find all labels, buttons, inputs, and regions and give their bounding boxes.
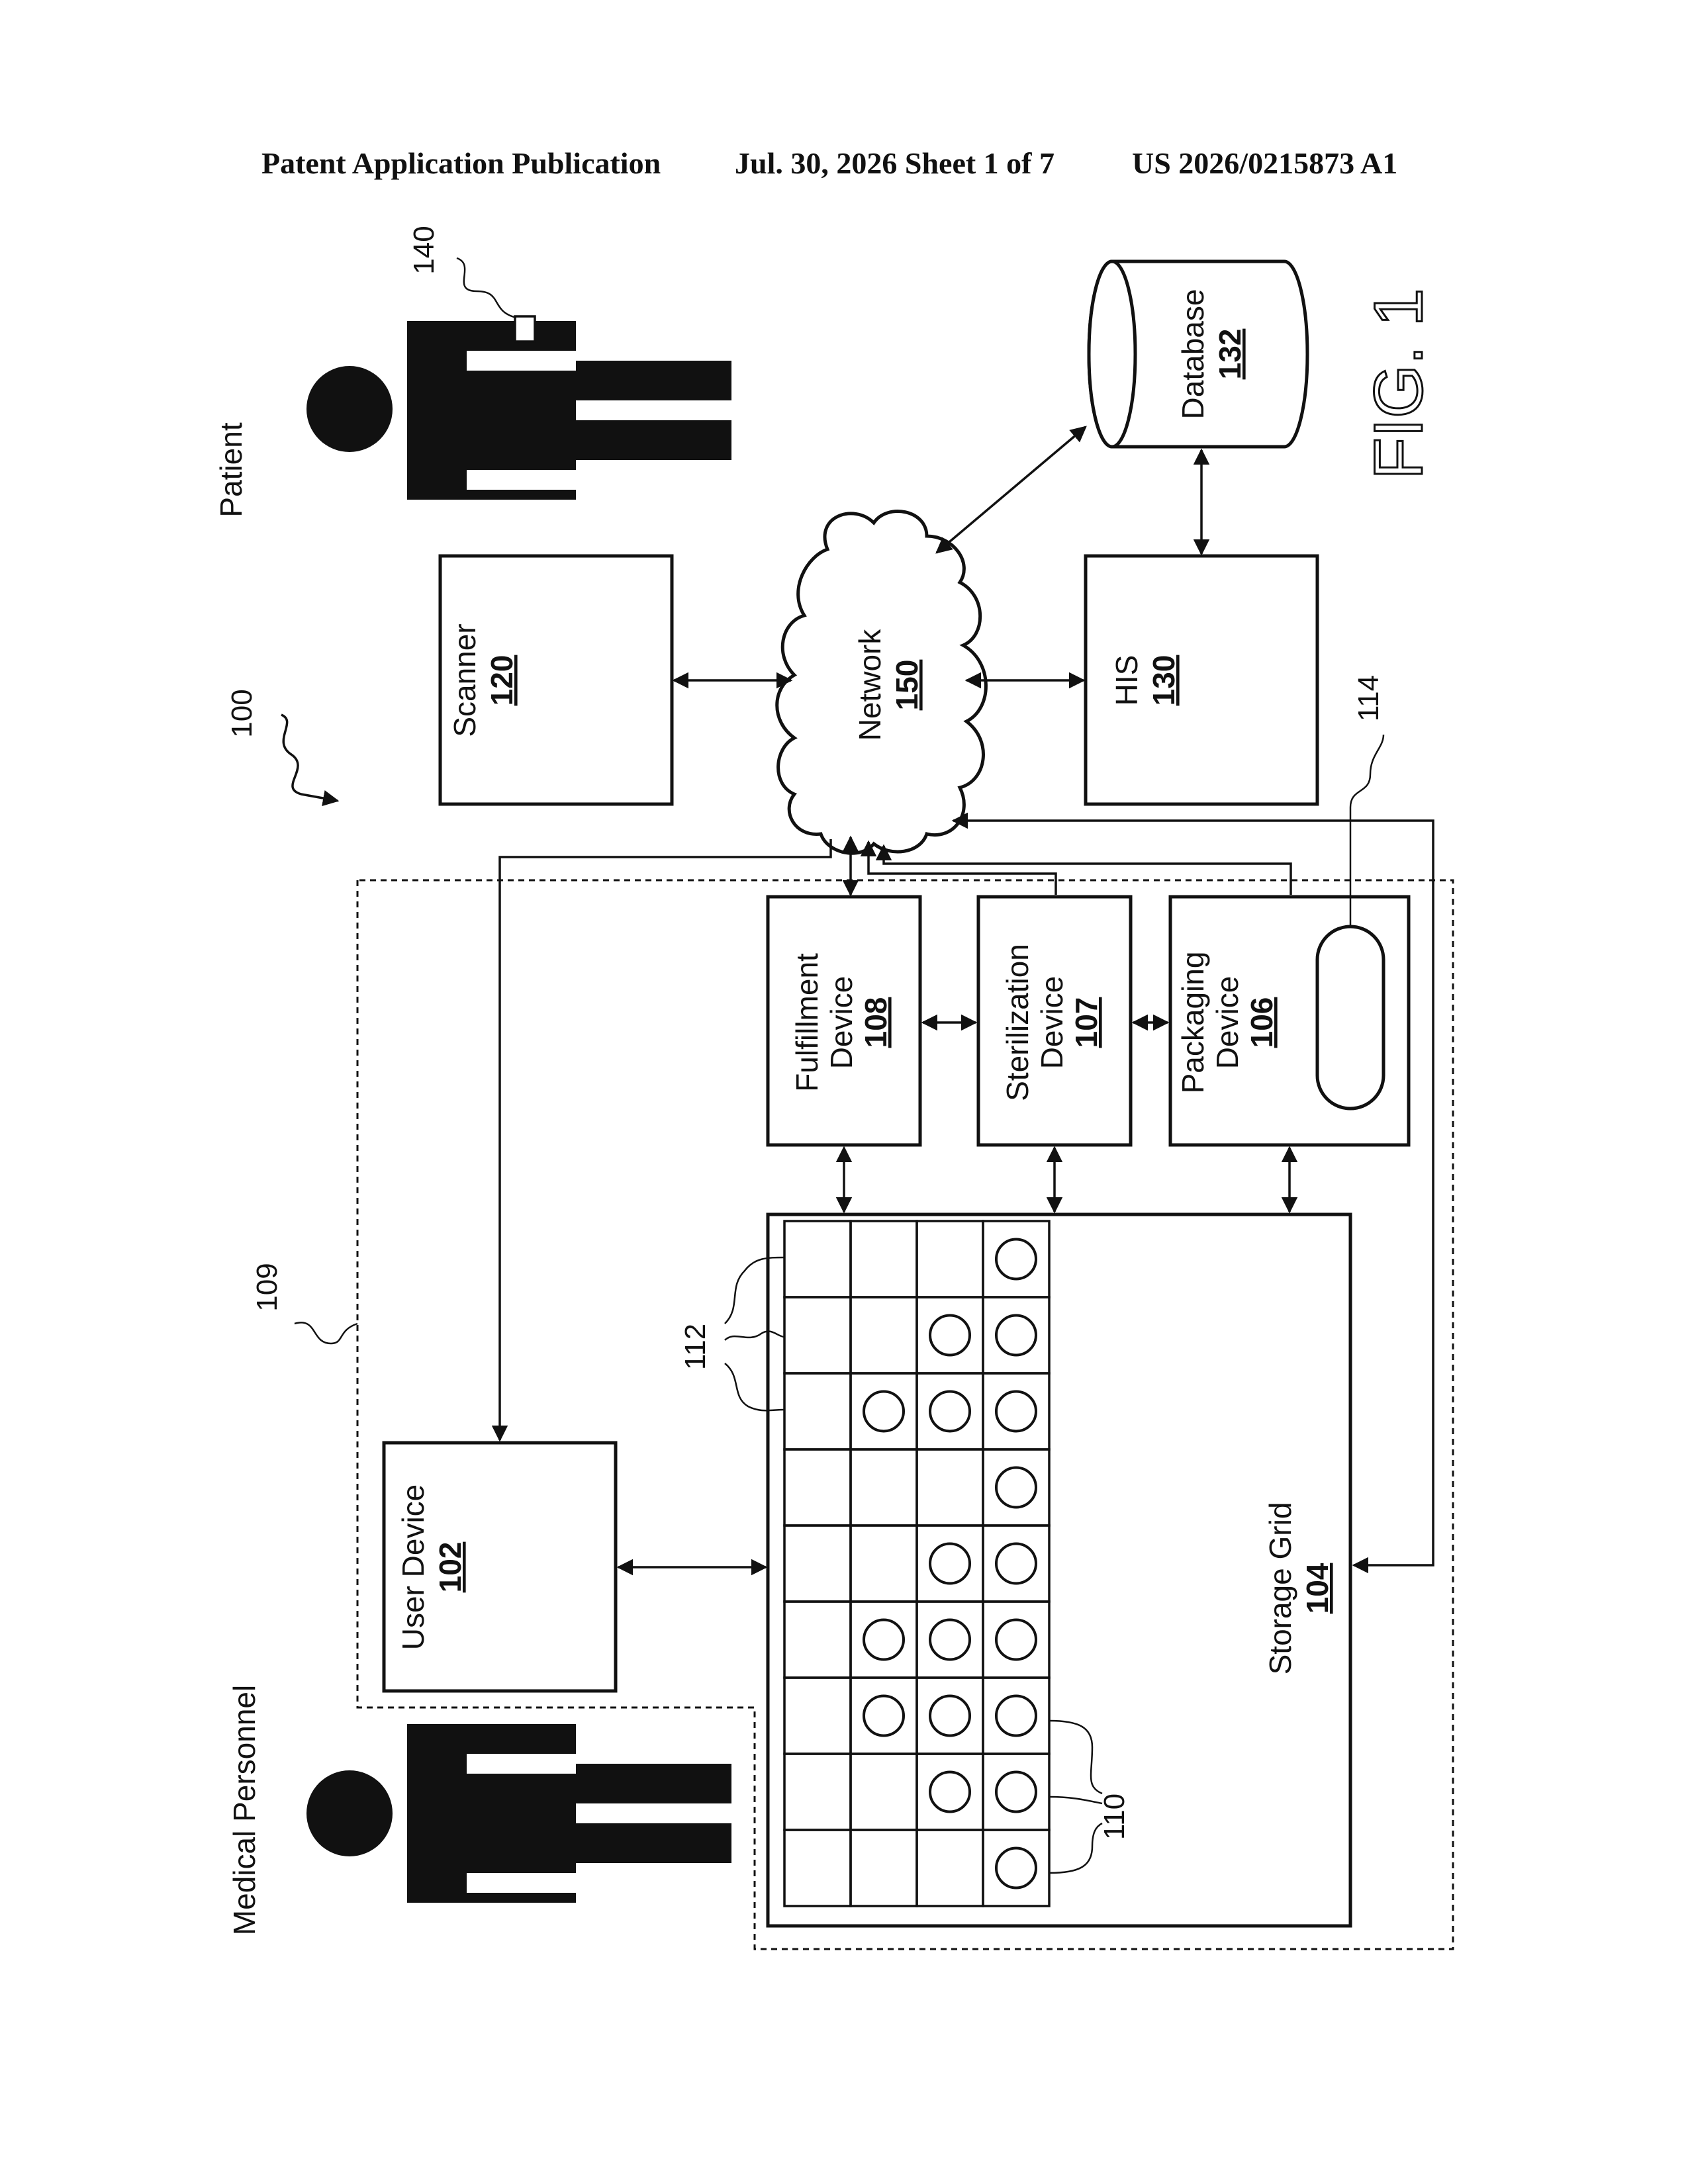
wearable-leader	[457, 258, 516, 318]
stored-item	[996, 1848, 1036, 1888]
header-number: US 2026/0215873 A1	[1132, 146, 1397, 180]
items-ref-label: 110	[1098, 1794, 1131, 1840]
stored-item	[864, 1620, 904, 1660]
label-printer	[1317, 927, 1383, 1109]
his-number: 130	[1147, 655, 1181, 706]
database-name: Database	[1176, 289, 1210, 420]
user-device-number: 102	[433, 1542, 467, 1593]
slots-ref-label: 112	[679, 1324, 712, 1370]
printer-ref: 114	[1352, 675, 1385, 721]
printer-ref-label: 114	[1352, 675, 1385, 721]
personnel-label: Medical Personnel	[227, 1685, 261, 1935]
storage-grid-number: 104	[1300, 1563, 1335, 1614]
stored-item	[996, 1240, 1036, 1279]
wearable-ref: 140	[408, 226, 440, 274]
patient-label-group: Patient	[214, 422, 248, 517]
packaging-number: 106	[1244, 997, 1279, 1048]
packaging-name-2: Device	[1210, 976, 1244, 1069]
figure-title: FIG. 1	[1360, 289, 1437, 480]
items-ref: 110	[1098, 1794, 1131, 1840]
system-ref-label: 100	[226, 689, 258, 737]
sterilization-name-1: Sterilization	[1000, 944, 1035, 1101]
stored-item	[864, 1696, 904, 1736]
system-ref-leader	[281, 715, 338, 801]
header-publication: Patent Application Publication	[261, 146, 661, 180]
arrow-network-database	[937, 427, 1086, 553]
network-number: 150	[890, 660, 924, 711]
boundary-ref-leader	[295, 1322, 357, 1343]
personnel-label-group: Medical Personnel	[227, 1685, 261, 1935]
network-name: Network	[853, 629, 887, 741]
stored-item	[930, 1316, 970, 1355]
scanner-number: 120	[485, 655, 519, 706]
stored-item	[930, 1620, 970, 1660]
boundary-ref-label: 109	[251, 1263, 283, 1311]
storage-grid-name: Storage Grid	[1263, 1502, 1297, 1675]
fulfillment-number: 108	[859, 997, 893, 1048]
sterilization-number: 107	[1069, 997, 1103, 1048]
slots-ref: 112	[679, 1324, 712, 1370]
stored-item	[864, 1392, 904, 1432]
stored-item	[996, 1468, 1036, 1508]
stored-item	[996, 1696, 1036, 1736]
stored-item	[996, 1392, 1036, 1432]
patient-figure	[306, 321, 731, 500]
stored-item	[996, 1620, 1036, 1660]
figure-label: FIG. 1	[1360, 289, 1437, 480]
stored-item	[930, 1696, 970, 1736]
stored-item	[930, 1392, 970, 1432]
fulfillment-name-1: Fulfillment	[790, 953, 824, 1092]
header-date-sheet: Jul. 30, 2026 Sheet 1 of 7	[735, 146, 1055, 180]
sterilization-name-2: Device	[1035, 976, 1069, 1069]
stored-item	[930, 1772, 970, 1812]
wearable-tag	[515, 316, 535, 341]
stored-item	[996, 1544, 1036, 1584]
fulfillment-name-2: Device	[824, 976, 859, 1069]
stored-item	[996, 1772, 1036, 1812]
his-name: HIS	[1109, 655, 1144, 706]
patient-label: Patient	[214, 422, 248, 517]
user-device-name: User Device	[396, 1484, 430, 1651]
packaging-name-1: Packaging	[1176, 952, 1210, 1094]
boundary-ref: 109	[251, 1263, 283, 1311]
system-ref: 100	[226, 689, 258, 737]
arrow-packaging-network	[884, 846, 1291, 895]
wearable-ref-label: 140	[408, 226, 440, 274]
database-number: 132	[1213, 329, 1247, 380]
stored-item	[996, 1316, 1036, 1355]
stored-item	[930, 1544, 970, 1584]
personnel-figure	[306, 1724, 731, 1903]
scanner-name: Scanner	[447, 623, 482, 737]
